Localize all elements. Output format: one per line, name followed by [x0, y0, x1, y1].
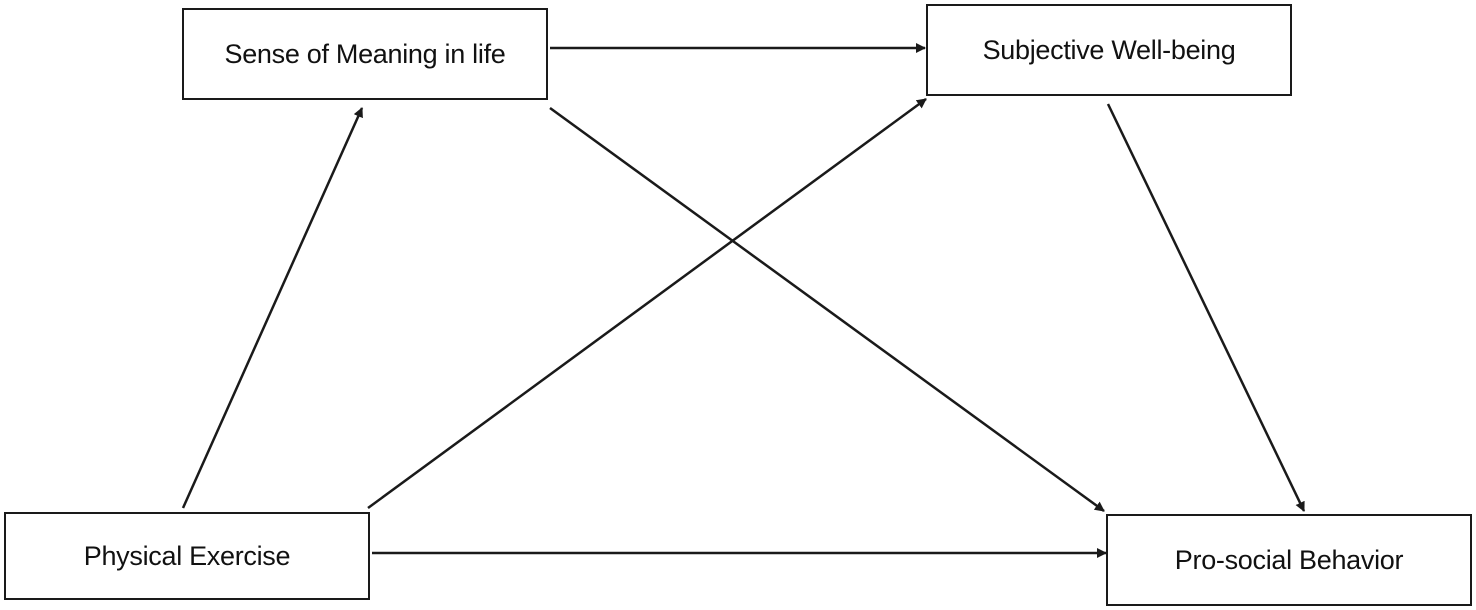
node-pro-social-behavior: Pro-social Behavior [1106, 514, 1472, 606]
arrow-exercise-to-meaning [181, 107, 364, 509]
arrow-exercise-to-wellbeing [367, 97, 927, 510]
arrow-meaning-to-prosocial [549, 106, 1105, 513]
node-sense-of-meaning: Sense of Meaning in life [182, 8, 548, 100]
node-label: Pro-social Behavior [1174, 544, 1404, 575]
node-label: Sense of Meaning in life [224, 38, 506, 69]
node-label: Subjective Well-being [982, 34, 1236, 65]
node-physical-exercise: Physical Exercise [4, 512, 370, 600]
arrow-wellbeing-to-prosocial [1106, 103, 1306, 512]
node-label: Physical Exercise [83, 540, 291, 571]
node-subjective-well-being: Subjective Well-being [926, 4, 1292, 96]
